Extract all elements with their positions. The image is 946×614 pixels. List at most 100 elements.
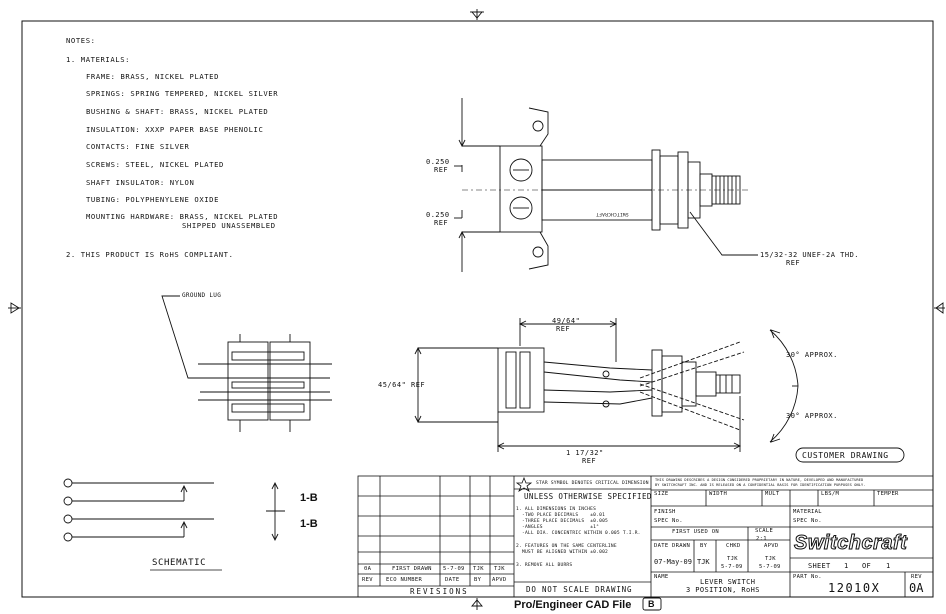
date-drawn-value: 07-May-09	[654, 558, 692, 566]
finish-label: FINISH	[654, 509, 676, 515]
schematic-pos-2: 1-B	[300, 518, 318, 530]
schematic-pos-1: 1-B	[300, 492, 318, 504]
material-mounting-hardware: MOUNTING HARDWARE: BRASS, NICKEL PLATED	[86, 212, 279, 221]
date-drawn-label: DATE DRAWN	[654, 543, 691, 549]
width-label: WIDTH	[709, 491, 728, 497]
customer-drawing-outline	[795, 447, 905, 463]
by-value: TJK	[697, 558, 710, 566]
dim-0250-top: 0.250	[426, 158, 450, 166]
size-letter: B	[648, 599, 655, 609]
zone-marker-left	[8, 302, 21, 314]
material-bushing: BUSHING & SHAFT: BRASS, NICKEL PLATED	[86, 107, 269, 116]
material-contacts: CONTACTS: FINE SILVER	[86, 142, 190, 151]
of-label: OF	[862, 562, 872, 570]
zone-marker-top	[470, 9, 484, 20]
rev-row-date: 5-7-09	[443, 566, 465, 572]
notes-heading: NOTES:	[66, 36, 96, 45]
star-symbol-note: STAR SYMBOL DENOTES CRITICAL DIMENSION	[536, 481, 649, 486]
part-no-label: PART No.	[793, 574, 822, 580]
angle-top-label: 30° APPROX.	[786, 351, 838, 359]
rev-header-date: DATE	[445, 577, 460, 583]
proprietary-notice-2: BY SWITCHCRAFT INC. AND IS RELEASED ON A…	[655, 483, 866, 487]
rev-header-by: BY	[474, 577, 482, 583]
notes-item-2: 2. THIS PRODUCT IS RoHS COMPLIANT.	[66, 250, 234, 259]
rev-header-rev: REV	[362, 577, 373, 583]
ground-lug-view	[161, 295, 332, 432]
cad-file-label: Pro/Engineer CAD File	[514, 599, 632, 611]
material-label: MATERIAL	[793, 509, 822, 515]
material-springs: SPRINGS: SPRING TEMPERED, NICKEL SILVER	[86, 89, 279, 98]
switchcraft-logo: Switchcraft	[793, 532, 908, 555]
apvd-date: 5-7-09	[759, 564, 781, 570]
sheet-number: 1	[844, 562, 849, 570]
schematic-label: SCHEMATIC	[152, 558, 207, 568]
size-label: SIZE	[654, 491, 669, 497]
first-used-on-label: FIRST USED ON	[672, 529, 719, 535]
dim-49-64: 49/64"	[552, 317, 581, 325]
zone-marker-right	[934, 302, 945, 314]
material-shaft-insulator: SHAFT INSULATOR: NYLON	[86, 178, 195, 187]
rev-row-rev: 0A	[364, 566, 372, 572]
tol-note-2: 2. FEATURES ON THE SAME CENTERLINE	[516, 544, 617, 549]
material-tubing: TUBING: POLYPHENYLENE OXIDE	[86, 195, 220, 204]
body-mark: SWITCHCRAFT	[596, 211, 629, 216]
rev-label: REV	[911, 574, 922, 580]
scale-value: 2:1	[756, 536, 767, 542]
material-insulation: INSULATION: XXXP PAPER BASE PHENOLIC	[86, 125, 264, 134]
do-not-scale: DO NOT SCALE DRAWING	[526, 585, 633, 594]
lbs-m-label: LBS/M	[821, 491, 840, 497]
customer-drawing-label: CUSTOMER DRAWING	[802, 451, 889, 460]
rev-row-by: TJK	[473, 566, 484, 572]
rev-header-apvd: APVD	[492, 577, 507, 583]
schematic-diagram	[63, 478, 285, 571]
dim-49-64-ref: REF	[556, 325, 571, 333]
tol-note-1b: -THREE PLACE DECIMALS ±0.005	[522, 519, 609, 524]
dim-0250-bottom-ref: REF	[434, 219, 449, 227]
material-frame: FRAME: BRASS, NICKEL PLATED	[86, 72, 220, 81]
switch-side-view	[414, 318, 799, 452]
angle-bottom-label: 30° APPROX.	[786, 412, 838, 420]
thread-callout: 15/32-32 UNEF-2A THD.	[760, 251, 860, 259]
dim-0250-bottom: 0.250	[426, 211, 450, 219]
material-mounting-note: SHIPPED UNASSEMBLED	[182, 221, 276, 230]
title-block-grid	[357, 475, 934, 598]
size-box	[642, 597, 662, 611]
by-label: BY	[700, 543, 708, 549]
notes-item-1: 1. MATERIALS:	[66, 55, 131, 64]
scale-label: SCALE	[755, 528, 774, 534]
tol-note-1d: -ALL DIA. CONCENTRIC WITHIN 0.005 T.I.R.	[522, 531, 641, 536]
dim-0250-top-ref: REF	[434, 166, 449, 174]
rev-header-eco: ECO NUMBER	[386, 577, 423, 583]
rev-row-eco: FIRST DRAWN	[392, 566, 432, 572]
revisions-title: REVISIONS	[410, 587, 469, 596]
part-number: 12010X	[828, 581, 881, 595]
finish-spec-label: SPEC No.	[654, 518, 683, 524]
chkd-value: TJK	[727, 556, 738, 562]
unless-specified: UNLESS OTHERWISE SPECIFIED	[524, 492, 652, 501]
dim-1-17-32-ref: REF	[582, 457, 597, 465]
thread-callout-ref: REF	[786, 259, 801, 267]
dim-1-17-32: 1 17/32"	[566, 449, 604, 457]
proprietary-notice: THIS DRAWING DESCRIBES A DESIGN CONSIDER…	[655, 478, 864, 482]
tol-note-1: 1. ALL DIMENSIONS IN INCHES	[516, 507, 597, 512]
zone-marker-bottom	[471, 598, 483, 610]
name-label: NAME	[654, 574, 669, 580]
rev-row-apvd: TJK	[494, 566, 505, 572]
tol-note-1c: -ANGLES ±1°	[522, 525, 600, 530]
tol-note-3: 3. REMOVE ALL BURRS	[516, 563, 573, 568]
dim-45-64: 45/64" REF	[378, 381, 426, 389]
ground-lug-label: GROUND LUG	[182, 292, 222, 299]
name-value: LEVER SWITCH	[700, 578, 756, 586]
apvd-label: APVD	[764, 543, 779, 549]
temper-label: TEMPER	[877, 491, 899, 497]
apvd-value: TJK	[765, 556, 776, 562]
sheet-total: 1	[886, 562, 891, 570]
material-screws: SCREWS: STEEL, NICKEL PLATED	[86, 160, 224, 169]
chkd-label: CHKD	[726, 543, 741, 549]
material-spec-label: SPEC No.	[793, 518, 822, 524]
chkd-date: 5-7-09	[721, 564, 743, 570]
name-value-2: 3 POSITION, RoHS	[686, 586, 760, 594]
rev-value: 0A	[909, 581, 924, 595]
tol-note-1a: -TWO PLACE DECIMALS ±0.01	[522, 513, 606, 518]
